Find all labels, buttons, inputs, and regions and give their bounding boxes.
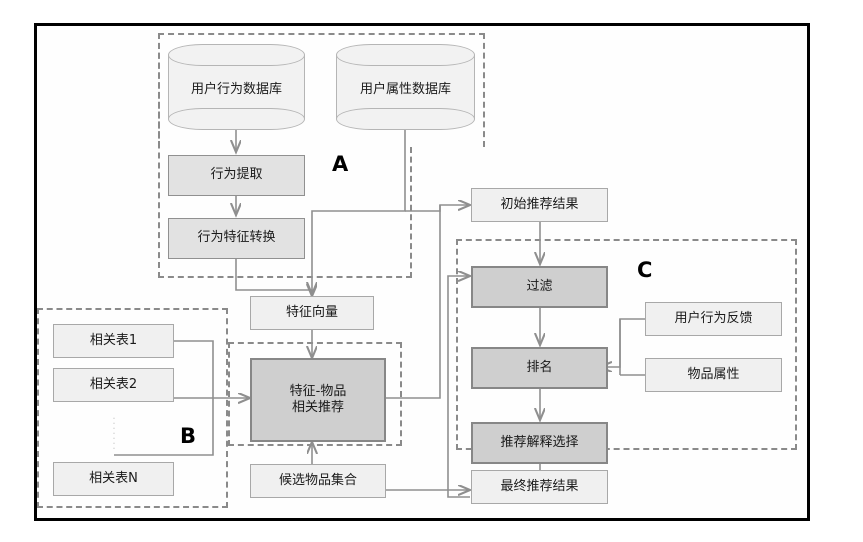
node-explain-select[interactable]: 推荐解释选择: [471, 422, 608, 464]
node-relation-table-1[interactable]: 相关表1: [53, 324, 174, 358]
node-initial-result[interactable]: 初始推荐结果: [471, 188, 608, 222]
node-user-behavior-db[interactable]: 用户行为数据库: [168, 44, 305, 130]
cylinder-top: [336, 44, 475, 66]
node-item-attribute[interactable]: 物品属性: [645, 358, 782, 392]
node-label-line2: 相关推荐: [291, 400, 344, 415]
cylinder-bottom: [336, 108, 475, 130]
node-candidate-item-set[interactable]: 候选物品集合: [250, 464, 386, 498]
node-label: 用户行为数据库: [190, 81, 282, 97]
cylinder-top: [168, 44, 305, 66]
node-behavior-extract[interactable]: 行为提取: [168, 155, 305, 196]
node-feature-item-rec[interactable]: 特征-物品 相关推荐: [250, 358, 386, 442]
node-behavior-transform[interactable]: 行为特征转换: [168, 218, 305, 259]
node-label: 用户属性数据库: [359, 81, 451, 97]
group-region-b: [37, 308, 228, 508]
cylinder-bottom: [168, 108, 305, 130]
group-label-a: A: [332, 152, 349, 176]
group-label-c: C: [637, 258, 653, 282]
relation-tables-ellipsis: .......: [112, 409, 116, 452]
group-region-a-right-stem: [410, 147, 412, 278]
node-relation-table-2[interactable]: 相关表2: [53, 368, 174, 402]
node-user-attribute-db[interactable]: 用户属性数据库: [336, 44, 475, 130]
group-label-b: B: [180, 424, 197, 448]
node-final-result[interactable]: 最终推荐结果: [471, 470, 608, 504]
node-relation-table-n[interactable]: 相关表N: [53, 462, 174, 496]
node-feature-vector[interactable]: 特征向量: [250, 296, 374, 330]
node-label-line1: 特征-物品: [289, 383, 347, 399]
node-user-feedback[interactable]: 用户行为反馈: [645, 302, 782, 336]
node-filter[interactable]: 过滤: [471, 266, 608, 308]
node-ranking[interactable]: 排名: [471, 347, 608, 389]
